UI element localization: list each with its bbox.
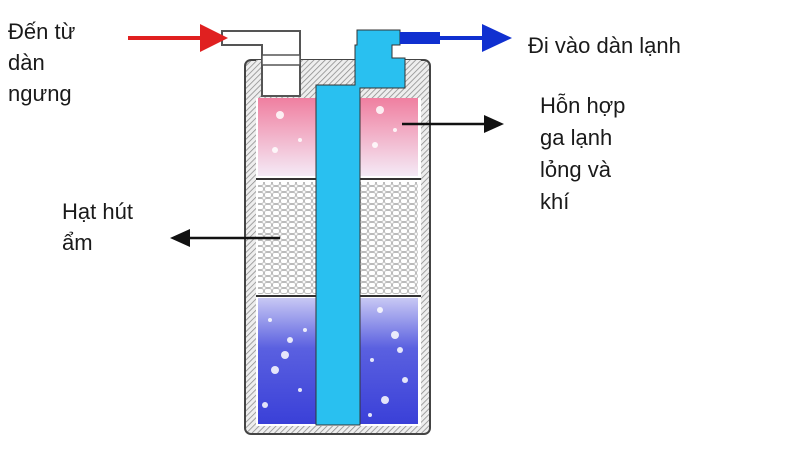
outlet-label: Đi vào dàn lạnh bbox=[528, 33, 681, 58]
desiccant-label-line: Hạt hút bbox=[62, 199, 133, 224]
bubble bbox=[372, 142, 378, 148]
mixture-label-line: lỏng và bbox=[540, 157, 611, 182]
bubble bbox=[262, 402, 268, 408]
outlet-arrow-head bbox=[482, 24, 512, 52]
desiccant-label: Hạt hút ẩm bbox=[62, 196, 133, 258]
bubble bbox=[298, 388, 302, 392]
inlet-label-line: ngưng bbox=[8, 81, 72, 106]
bubble bbox=[303, 328, 307, 332]
bubble bbox=[268, 318, 272, 322]
inlet-label-line: Đến từ bbox=[8, 19, 76, 44]
bubble bbox=[377, 307, 383, 313]
inlet-pipe bbox=[221, 30, 301, 97]
bubble bbox=[276, 111, 284, 119]
bubble bbox=[368, 413, 372, 417]
bubble bbox=[272, 147, 278, 153]
bubble bbox=[271, 366, 279, 374]
mixture-label: Hỗn hợp ga lạnh lỏng và khí bbox=[540, 90, 625, 218]
bubble bbox=[402, 377, 408, 383]
bubble bbox=[381, 396, 389, 404]
inlet-arrow-head bbox=[200, 24, 228, 52]
mixture-label-line: Hỗn hợp bbox=[540, 93, 626, 118]
bubble bbox=[287, 337, 293, 343]
bubble bbox=[298, 138, 302, 142]
bubble bbox=[393, 128, 397, 132]
mixture-label-line: ga lạnh bbox=[540, 125, 613, 150]
bubble bbox=[370, 358, 374, 362]
bubble bbox=[376, 106, 384, 114]
inlet-label-line: dàn bbox=[8, 50, 45, 75]
mixture-label-line: khí bbox=[540, 189, 570, 214]
outlet-tube bbox=[315, 29, 406, 426]
bubble bbox=[281, 351, 289, 359]
bubble bbox=[391, 331, 399, 339]
desiccant-label-line: ẩm bbox=[62, 230, 93, 255]
inlet-label: Đến từ dàn ngưng bbox=[8, 16, 75, 109]
bubble bbox=[397, 347, 403, 353]
